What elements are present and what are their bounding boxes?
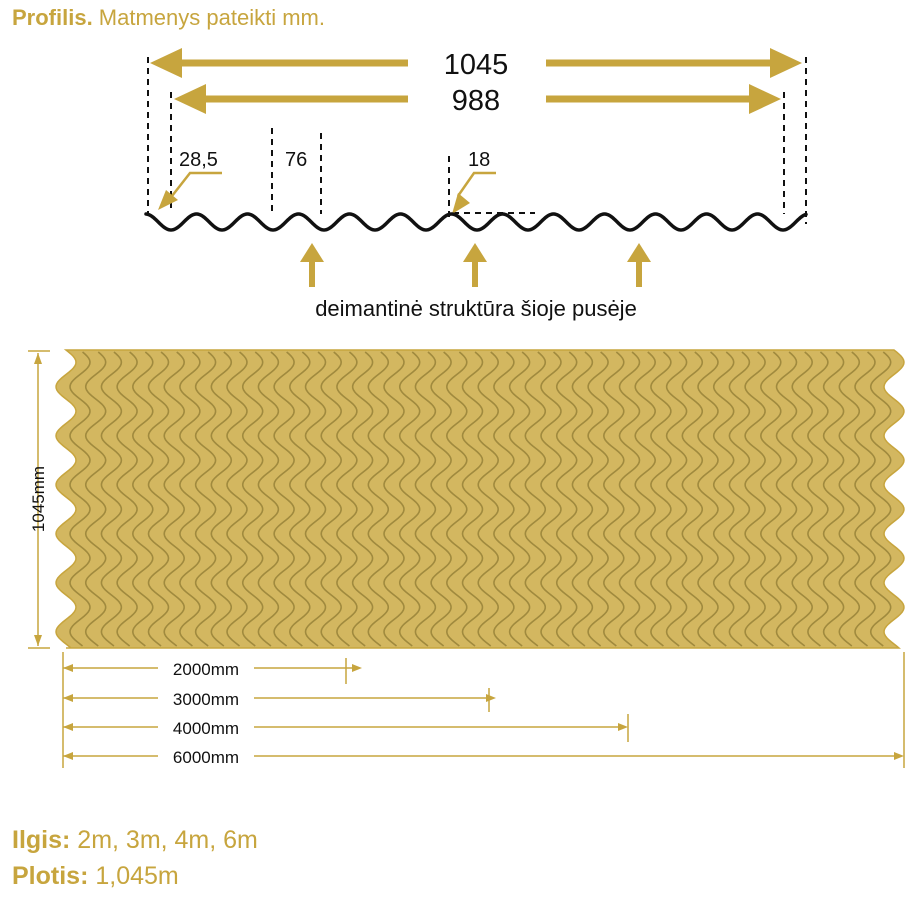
corrugation-line <box>69 351 91 647</box>
length-3000: 3000mm <box>63 688 496 712</box>
arrow-left-icon <box>174 84 206 114</box>
texture-note: deimantinė struktūra šioje pusėje <box>315 296 637 321</box>
corrugation-line <box>226 351 248 647</box>
corrugation-line <box>728 351 751 647</box>
length-2000: 2000mm <box>63 658 362 684</box>
corrugation-line <box>194 351 217 647</box>
arrow-up-icon <box>463 243 487 262</box>
corrugation-line <box>524 351 547 647</box>
corrugation-line <box>477 351 499 647</box>
corrugation-line <box>367 351 390 647</box>
corrugation-line <box>147 351 170 647</box>
corrugation-line <box>681 351 704 647</box>
corrugation-line <box>414 351 437 647</box>
arrow-up-icon <box>300 243 324 262</box>
corrugation-line <box>650 351 672 647</box>
dim-edge-offset: 28,5 <box>179 149 218 171</box>
corrugation-line <box>273 351 295 647</box>
length-label-6000: 6000mm <box>173 748 239 767</box>
corrugation-line <box>351 351 374 647</box>
spec-length-value: 2m, 3m, 4m, 6m <box>70 826 258 854</box>
wave-height-callout: 18 <box>452 149 496 214</box>
dim-effective-width: 988 <box>452 85 500 117</box>
corrugation-line <box>493 351 515 647</box>
corrugation-line <box>571 351 594 647</box>
corrugation-line <box>163 351 185 647</box>
corrugation-line <box>289 351 311 647</box>
arrow-right-icon <box>770 48 802 78</box>
corrugation-line <box>304 351 327 647</box>
corrugation-line <box>508 351 531 647</box>
length-6000: 6000mm <box>63 748 904 767</box>
length-4000: 4000mm <box>63 714 629 742</box>
corrugation-line <box>540 351 562 647</box>
spec-width-value: 1,045m <box>88 862 179 890</box>
arrow-up-icon <box>34 353 42 364</box>
length-dimensions: 2000mm 3000mm 4000mm 6000mm <box>62 652 905 768</box>
profile-wave-line <box>144 212 808 232</box>
corrugation-line <box>618 351 641 647</box>
page-title: Profilis. Matmenys pateikti mm. <box>12 5 325 31</box>
sheet-height-label: 1045mm <box>29 466 48 532</box>
arrow-left-icon <box>150 48 182 78</box>
corrugation-line <box>100 351 123 647</box>
length-label-3000: 3000mm <box>173 690 239 709</box>
edge-offset-callout: 28,5 <box>158 149 222 210</box>
spec-length: Ilgis: 2m, 3m, 4m, 6m <box>12 826 258 855</box>
sheet-corrugations <box>69 351 892 647</box>
corrugation-line <box>697 351 719 647</box>
spec-width: Plotis: 1,045m <box>12 862 179 891</box>
corrugation-line <box>712 351 735 647</box>
corrugation-line <box>838 351 861 647</box>
title-bold: Profilis. <box>12 5 93 30</box>
corrugation-line <box>744 351 766 647</box>
corrugation-line <box>760 351 782 647</box>
corrugation-line <box>398 351 421 647</box>
corrugation-line <box>775 351 798 647</box>
spec-length-label: Ilgis: <box>12 826 71 854</box>
corrugation-line <box>179 351 201 647</box>
sheet-height-dimension: 1045mm <box>28 350 50 649</box>
guide-lines <box>147 57 807 224</box>
corrugation-line <box>603 351 625 647</box>
corrugation-line <box>84 351 107 647</box>
corrugation-line <box>116 351 138 647</box>
arrow-up-icon <box>627 243 651 262</box>
spec-width-label: Plotis: <box>12 862 89 890</box>
corrugation-line <box>555 351 578 647</box>
title-rest: Matmenys pateikti mm. <box>92 5 325 30</box>
dim-total-width: 1045 <box>444 49 509 81</box>
length-label-2000: 2000mm <box>173 660 239 679</box>
dimension-1045: 1045 <box>150 48 802 81</box>
corrugation-line <box>587 351 609 647</box>
corrugation-line <box>210 351 233 647</box>
length-label-4000: 4000mm <box>173 719 239 738</box>
corrugation-line <box>665 351 688 647</box>
corrugation-line <box>869 351 892 647</box>
corrugation-line <box>461 351 484 647</box>
corrugation-line <box>336 351 358 647</box>
dimension-988: 988 <box>174 84 781 117</box>
dim-wave-height: 18 <box>468 149 490 171</box>
dim-wave-pitch: 76 <box>285 149 307 171</box>
arrow-down-left-icon <box>452 193 470 214</box>
arrow-down-icon <box>34 635 42 646</box>
arrow-down-left-icon <box>158 190 178 210</box>
corrugation-line <box>854 351 876 647</box>
corrugation-line <box>446 351 468 647</box>
corrugation-line <box>430 351 452 647</box>
corrugation-line <box>320 351 342 647</box>
arrow-right-icon <box>749 84 781 114</box>
corrugation-line <box>241 351 264 647</box>
texture-arrows <box>300 243 651 287</box>
corrugation-line <box>383 351 405 647</box>
corrugation-line <box>791 351 813 647</box>
corrugation-line <box>257 351 280 647</box>
corrugation-line <box>634 351 656 647</box>
corrugation-line <box>132 351 154 647</box>
corrugation-line <box>807 351 829 647</box>
corrugation-line <box>822 351 845 647</box>
